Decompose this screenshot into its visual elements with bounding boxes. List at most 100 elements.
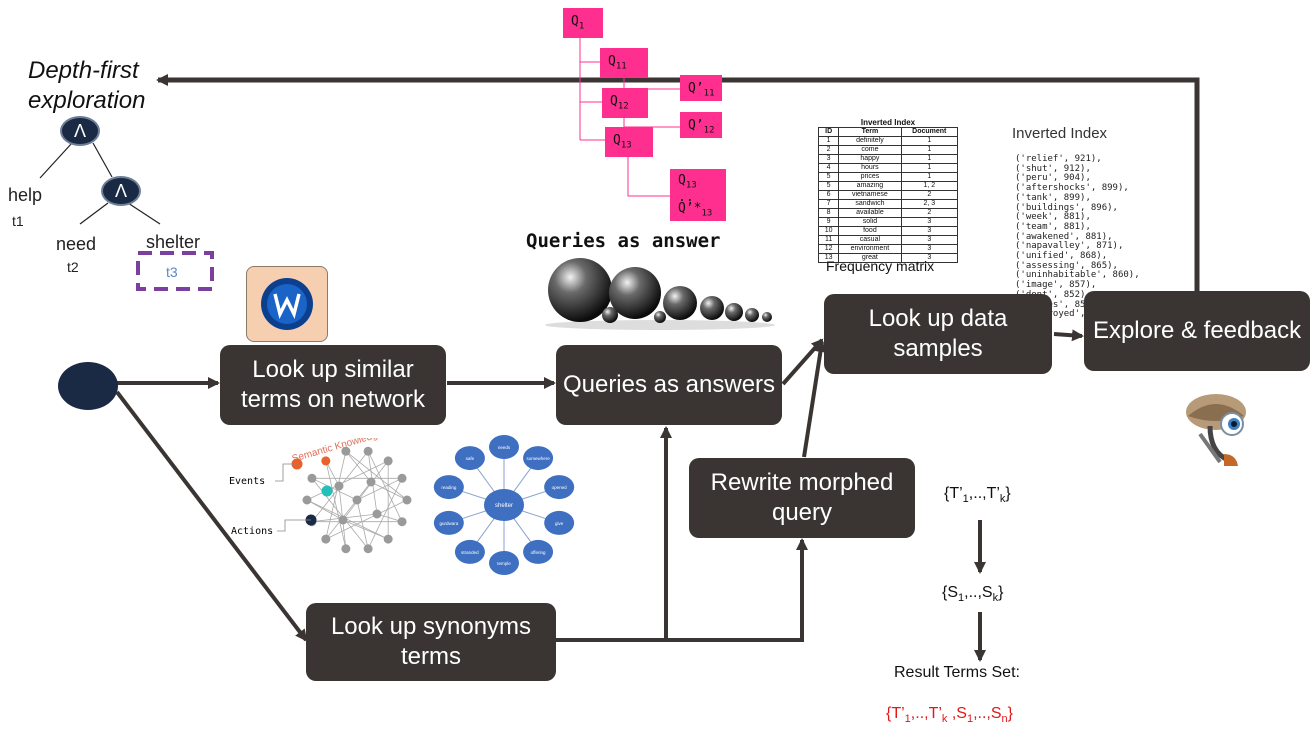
table-cell: 2, 3 [900, 199, 959, 209]
word-graph-label: stranded [461, 550, 479, 555]
table-cell: 3 [900, 217, 959, 227]
list-item: ('uninhabitable', 860), [1015, 270, 1140, 281]
table-cell: 2 [900, 190, 959, 200]
title-line2: exploration [28, 87, 146, 114]
table-cell: 7 [817, 199, 840, 209]
word-graph-node: needs [489, 435, 519, 459]
word-graph-node: gurdwara [433, 510, 464, 535]
detective-icon [1186, 394, 1246, 466]
query-qp12: Q’12 [680, 112, 722, 138]
word-graph-node: somewhere [523, 446, 554, 471]
list-item: ('assessing', 865), [1015, 260, 1118, 271]
kg-edge [345, 451, 372, 483]
leaf-id-t1: t1 [12, 213, 24, 229]
word-graph-center [484, 489, 524, 521]
word-graph-node: reading [433, 475, 464, 500]
kg-edge [325, 460, 340, 487]
table-cell: 6 [817, 190, 840, 200]
knowledge-graph: Semantic Knowledge Graph Events Actions [229, 438, 414, 554]
kg-edge [311, 477, 358, 501]
kg-edge [356, 499, 369, 549]
and-root-node: Λ [60, 116, 100, 146]
kg-node [321, 534, 331, 544]
table-cell: 4 [817, 163, 840, 173]
word-graph-node: stranded [454, 539, 485, 564]
kg-edge [367, 478, 403, 549]
kg-node [302, 495, 312, 505]
leaf-id-t3: t3 [166, 264, 178, 280]
table-cell: 1 [900, 172, 959, 182]
start-node [58, 362, 118, 410]
lookup-similar-box: Look up similar terms on network [220, 345, 446, 425]
kg-node [352, 495, 362, 505]
word-graph-label: opened [552, 485, 568, 490]
table-cell: 3 [900, 253, 959, 263]
table-cell: sandwich [838, 199, 902, 209]
kg-node [307, 473, 317, 483]
table-cell: 9 [817, 217, 840, 227]
list-item: ('awakened', 881), [1015, 231, 1113, 242]
kg-node [366, 477, 376, 487]
table-cell: 1 [900, 136, 959, 146]
kg-edge [311, 478, 369, 549]
table-cell: 3 [900, 244, 959, 254]
spheres-image [545, 258, 775, 330]
kg-edge [356, 477, 403, 501]
word-graph-label: temple [497, 561, 511, 566]
leaf-term-help: help [8, 185, 43, 205]
kg-node [334, 481, 344, 491]
arrow-synonyms-to-rewrite [666, 538, 808, 642]
result-label: Result Terms Set: [894, 664, 1020, 681]
kg-edge [325, 499, 408, 540]
list-item: ('image', 857), [1015, 280, 1097, 291]
table-cell: solid [838, 217, 902, 227]
queries-answers-box: Queries as answers [556, 345, 782, 425]
query-q11: Q11 [600, 48, 648, 78]
synonyms-box: Look up synonyms terms [306, 603, 556, 681]
kg-node [321, 456, 331, 466]
list-item: ('aftershocks', 899), [1015, 183, 1129, 194]
t-set: {T’1,..,T’k} [944, 485, 1011, 506]
word-graph-label: needs [498, 445, 511, 450]
kg-edge [325, 481, 372, 540]
table-cell: 13 [817, 253, 840, 263]
arrow-rewrite-to-samples [802, 340, 827, 458]
kg-node [397, 517, 407, 527]
table-cell: amazing [838, 181, 902, 191]
table-cell: 1 [900, 163, 959, 173]
col-id: ID [817, 127, 840, 137]
table-cell: 1 [900, 154, 959, 164]
table-cell: 2 [817, 145, 840, 155]
list-item: ('napavalley', 871), [1015, 241, 1124, 252]
table-cell: 1, 2 [900, 181, 959, 191]
lookup-samples-box: Look up data samples [824, 294, 1052, 374]
leaf-id-t2: t2 [67, 259, 79, 275]
kg-node [402, 495, 412, 505]
kg-node [363, 446, 373, 456]
kg-node [338, 515, 348, 525]
kg-edge [306, 499, 389, 540]
list-item: ('week', 881), [1015, 212, 1091, 223]
col-document: Document [900, 127, 959, 137]
title-line1: Depth-first [28, 57, 139, 84]
kg-highlight-node [321, 485, 333, 497]
table-cell: 12 [817, 244, 840, 254]
word-graph-node: give [544, 510, 575, 535]
t3-dashed-box [136, 251, 214, 291]
table-cell: 5 [817, 172, 840, 182]
arrow-samples-to-explore [1053, 329, 1084, 342]
leaf-term-shelter: shelter [146, 232, 201, 252]
word-graph-label: safe [466, 456, 475, 461]
word-graph-node: opened [544, 475, 575, 500]
query-qp11: Q’11 [680, 75, 722, 101]
table-cell: 3 [817, 154, 840, 164]
kg-edge [325, 460, 347, 549]
query-q12: Q12 [602, 88, 648, 118]
word-graph-node: safe [454, 446, 485, 471]
word-graph-node: temple [489, 551, 519, 575]
